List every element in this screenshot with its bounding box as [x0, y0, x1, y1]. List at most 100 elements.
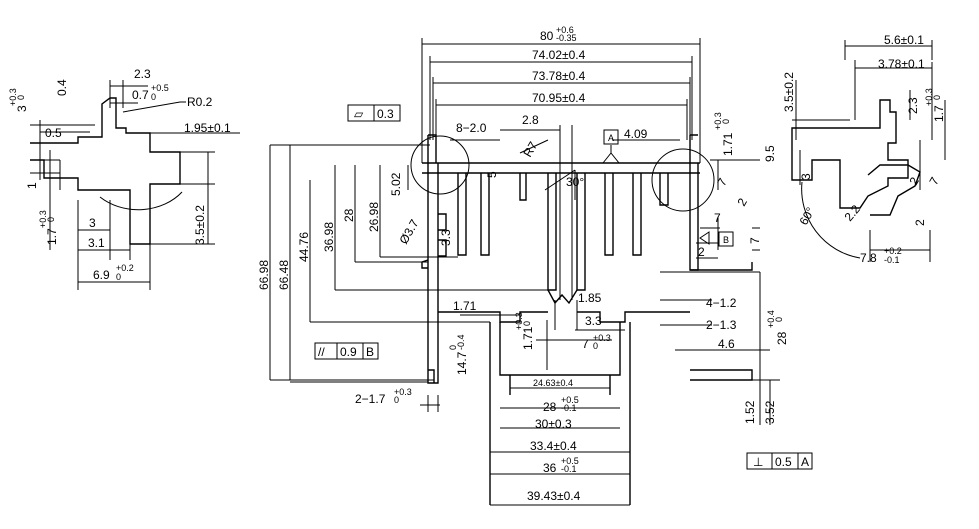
perpendicularity-tolerance-frame: ⊥ 0.5 A: [746, 452, 813, 470]
right-detail-callout-circle: [651, 148, 715, 212]
right-label-3-78: 3.78±0.1: [878, 57, 925, 71]
datum-b-box: [718, 231, 734, 247]
label-36-98: 36.98: [322, 222, 336, 252]
left-label-3-5: 3.5±0.2: [193, 205, 207, 245]
right-label-1-7-tol2: 0: [932, 95, 942, 100]
left-label-1-7-tol: +0.3: [38, 210, 48, 228]
label-74-02: 74.02±0.4: [532, 48, 586, 62]
label-3-3: 3.3: [439, 229, 453, 246]
left-label-3b: 3: [89, 216, 96, 230]
left-label-1: 1: [25, 182, 39, 189]
right-detail-profile: [791, 99, 909, 209]
label-80-minus: -0.35: [556, 33, 577, 43]
label-36-tol2: -0.1: [561, 464, 577, 474]
left-detail-profile: [30, 97, 181, 245]
heatsink-base-plate: [422, 162, 700, 174]
right-label-2b: 2: [913, 219, 927, 226]
label-26-98: 26.98: [367, 202, 381, 232]
right-label-2-2: 2.2: [842, 202, 864, 224]
right-label-7-8-tol: +0.2: [884, 246, 902, 256]
label-66-48: 66.48: [277, 260, 291, 290]
label-1-52: 1.52: [743, 400, 757, 424]
heatsink-u-channel: [489, 322, 631, 505]
right-detail-break-arc: [801, 181, 861, 259]
label-28: 28: [342, 208, 356, 222]
perpendicular-value: 0.5: [775, 455, 792, 469]
label-2-1-7: 2−1.7: [355, 392, 386, 406]
right-label-5-6: 5.6±0.1: [884, 33, 924, 47]
inner-dimension-lines: [450, 125, 680, 370]
left-label-6-9-tol: +0.2: [116, 263, 134, 273]
flatness-symbol: ▱: [354, 107, 364, 121]
left-label-3: 3: [15, 105, 29, 112]
right-label-60deg: 60°: [796, 205, 817, 228]
label-1-85: 1.85: [578, 291, 602, 305]
label-1-71-mid: 1.71: [453, 299, 477, 313]
top-dimension-lines: [422, 43, 700, 106]
label-7-bottom-tol: +0.3: [593, 333, 611, 343]
perpendicular-symbol: ⊥: [753, 455, 763, 469]
label-1-71-low: 1.71: [521, 326, 535, 350]
right-dim-top-lines: [844, 40, 933, 140]
label-14-7-tol2: -0.4: [456, 334, 466, 350]
label-2-8: 2.8: [522, 113, 539, 127]
bottom-dimension-lines: [420, 387, 630, 506]
right-label-1-7-tol: +0.3: [924, 88, 934, 106]
label-39-43: 39.43±0.4: [527, 489, 581, 503]
right-label-2-3: 2.3: [906, 97, 920, 114]
label-2-1-7-tol2: 0: [394, 395, 399, 405]
parallel-value: 0.9: [340, 345, 357, 359]
datum-a-box: [603, 129, 619, 145]
label-70-95: 70.95±0.4: [532, 91, 586, 105]
datum-a-triangle: [601, 145, 621, 164]
label-2-1-7-tol: +0.3: [394, 387, 412, 397]
right-label-3: 3: [799, 173, 813, 180]
left-label-1-95: 1.95±0.1: [184, 121, 231, 135]
label-8-2: 8−2.0: [456, 121, 487, 135]
label-28-right: 28: [775, 331, 789, 345]
label-2-slant: 2: [734, 195, 750, 208]
label-7-bottom: 7: [582, 337, 589, 351]
perpendicular-datum: A: [801, 455, 809, 469]
label-1-71-top-tol: +0.3: [713, 112, 723, 130]
label-dia-3-7: Ø3.7: [396, 217, 421, 247]
label-3-3-mid: 3.3: [585, 314, 602, 328]
label-2-1-3: 2−1.3: [706, 318, 737, 332]
top-extension-lines: [421, 38, 701, 163]
left-detail-view: 2.3 0.7 +0.5 0 R0.2 0.4 3 +0.3 0 0.5 1.9…: [8, 67, 240, 290]
left-detail-break-arc: [99, 191, 183, 211]
datum-b-label: B: [723, 235, 729, 245]
label-4-09: 4.09: [624, 127, 648, 141]
label-73-78: 73.78±0.4: [532, 69, 586, 83]
right-detail-view: 5.6±0.1 3.78±0.1 3.5±0.2 2.3 1.7 +0.3 0 …: [763, 33, 946, 265]
label-28-bottom: 28: [543, 400, 557, 414]
left-detail-callout-circle: [410, 135, 470, 195]
left-dim-vertical-ext: [30, 124, 95, 174]
left-wall-clips: [421, 213, 447, 383]
left-dim-right-lines: [150, 132, 240, 245]
left-label-6-9: 6.9: [93, 268, 110, 282]
left-vertical-dimension-lines: [269, 144, 548, 383]
label-80: 80: [540, 29, 554, 43]
left-label-0-4: 0.4: [55, 79, 69, 96]
heatsink-left-wall: [427, 134, 439, 384]
main-heatsink-view: A B ▱ 0.3 // 0.9 B ⊥ 0.5 A 80: [257, 25, 813, 506]
label-66-98: 66.98: [257, 260, 271, 290]
right-label-9-5: 9.5: [763, 145, 777, 162]
label-28-bottom-tol: +0.5: [561, 395, 579, 405]
label-36-tol: +0.5: [561, 456, 579, 466]
label-30deg: 30°: [566, 175, 584, 189]
left-label-0-5: 0.5: [45, 126, 62, 140]
label-7-right: 7: [748, 237, 762, 244]
datum-a-label: A: [608, 133, 614, 143]
label-7-vert: 7: [714, 211, 721, 225]
left-label-0-7-tol: +0.5: [151, 83, 169, 93]
label-7-bottom-tol2: 0: [593, 341, 598, 351]
left-label-1-7-tol2: 0: [46, 217, 56, 222]
right-label-1-7: 1.7: [932, 105, 946, 122]
datum-b-triangle: [699, 231, 710, 245]
right-label-7: 7: [926, 174, 942, 187]
left-label-6-9-tol2: 0: [116, 272, 121, 282]
parallel-datum: B: [366, 345, 374, 359]
